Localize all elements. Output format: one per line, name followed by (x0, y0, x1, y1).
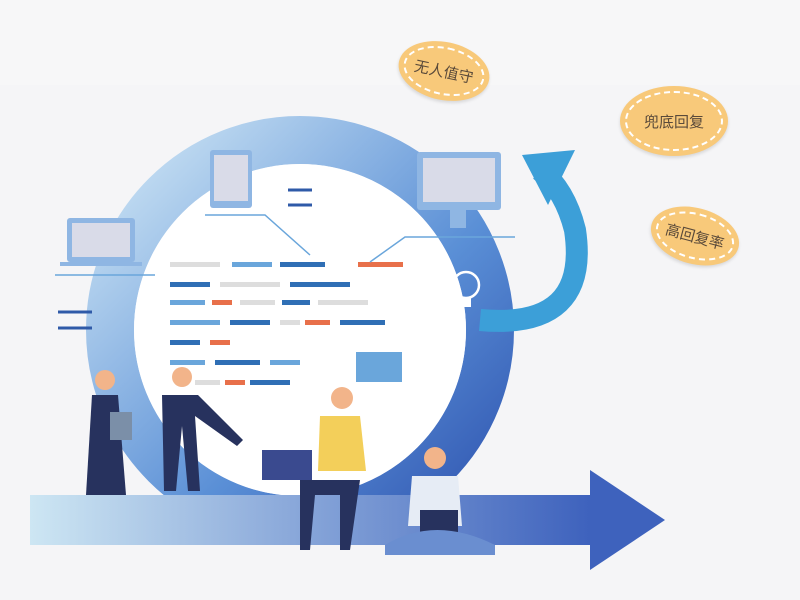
swap-arrows-icon (58, 188, 312, 330)
chat-icon (356, 352, 402, 382)
tablet-icon (210, 150, 252, 208)
bubble-label: 兜底回复 (643, 112, 704, 131)
bubble-label: 无人值守 (412, 56, 476, 87)
refresh-arrow (479, 161, 588, 332)
laptop-icon (60, 218, 142, 266)
monitor-icon (417, 152, 501, 228)
bubble-label: 高回复率 (663, 220, 727, 253)
person-man-laptop (262, 387, 366, 550)
speech-bubble-fallback-reply: 兜底回复 (620, 86, 728, 156)
person-man-standing (162, 367, 243, 491)
forward-arrow (590, 470, 665, 570)
person-woman (86, 370, 132, 495)
lightbulb-icon (451, 270, 481, 307)
code-lines (170, 262, 403, 385)
person-man-sitting (385, 447, 495, 555)
